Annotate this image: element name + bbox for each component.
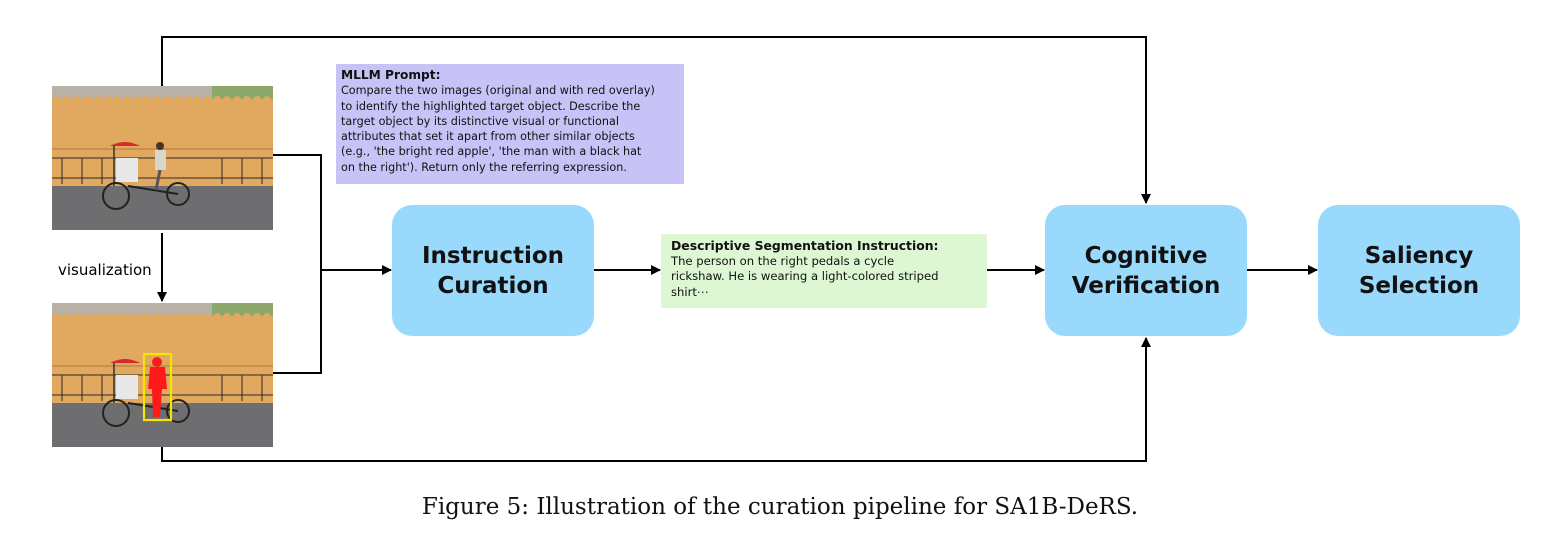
prompt-line: Compare the two images (original and wit…: [341, 84, 655, 98]
visualization-label: visualization: [58, 261, 152, 279]
prompt-line: (e.g., 'the bright red apple', 'the man …: [341, 145, 642, 159]
cognitive-verification-stage: Cognitive Verification: [1045, 205, 1247, 336]
stage-label-line: Verification: [1071, 272, 1221, 299]
prompt-line: on the right'). Return only the referrin…: [341, 160, 627, 174]
top-loop-arrow: [161, 36, 1151, 204]
bottom-loop-arrow: [161, 337, 1151, 462]
instruction-title: Descriptive Segmentation Instruction:: [671, 238, 939, 253]
stage-label-line: Cognitive: [1084, 242, 1208, 269]
original-image: [52, 86, 273, 230]
overlay-image: [52, 303, 273, 447]
connector-original-to-join: [273, 154, 322, 270]
figure-caption: Figure 5: Illustration of the curation p…: [421, 494, 1139, 520]
prompt-title: MLLM Prompt:: [341, 68, 441, 82]
stage-label-line: Saliency: [1364, 242, 1474, 269]
stage-label-line: Curation: [437, 272, 549, 299]
saliency-selection-stage: Saliency Selection: [1318, 205, 1520, 336]
target-bounding-box: [142, 352, 173, 422]
instruction-line: The person on the right pedals a cycle: [671, 253, 895, 268]
instruction-line: shirt⋯: [671, 284, 709, 299]
prompt-line: target object by its distinctive visual …: [341, 114, 619, 128]
descriptive-instruction-box: Descriptive Segmentation Instruction: Th…: [661, 234, 987, 308]
instruction-line: rickshaw. He is wearing a light-colored …: [671, 269, 939, 283]
target-mask: [148, 357, 167, 417]
mllm-prompt-box: MLLM Prompt: Compare the two images (ori…: [336, 64, 684, 184]
prompt-line: attributes that set it apart from other …: [341, 130, 635, 144]
instruction-curation-stage: Instruction Curation: [392, 205, 594, 336]
stage-label-line: Instruction: [421, 242, 565, 269]
connector-overlay-to-join: [273, 270, 322, 374]
stage-label-line: Selection: [1358, 272, 1480, 299]
prompt-line: to identify the highlighted target objec…: [341, 99, 641, 113]
